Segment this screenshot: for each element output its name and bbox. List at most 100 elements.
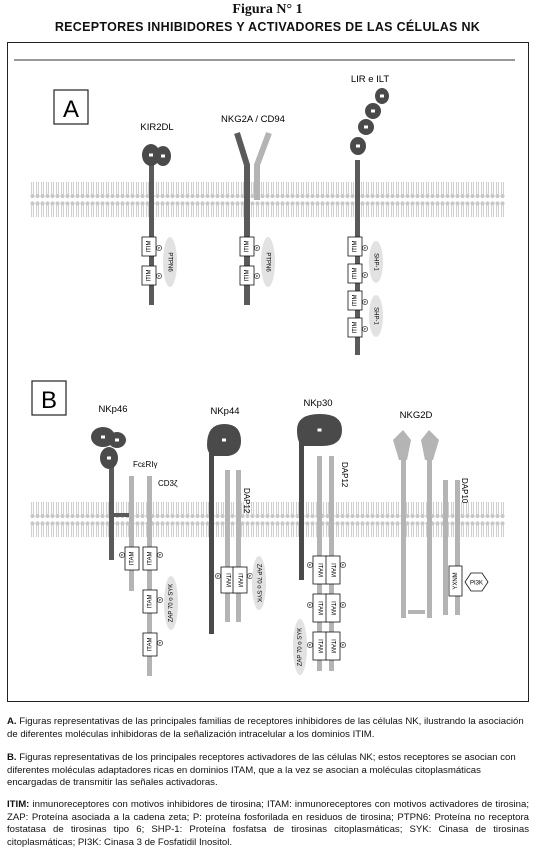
ptpn6-enzyme [163,237,177,287]
dap10-label: DAP10 [460,478,469,504]
dap12-chain-a [225,470,230,622]
domain-mark [380,94,384,98]
itim-label: ITIM [245,270,251,282]
membrane-b [30,500,505,540]
receptor-diagram: A B KIR2DL ITIM ITIM P P PTPN6 NKG2A / C… [14,59,515,676]
phospho-dot-label: P [217,574,220,579]
phospho-dot [156,273,162,279]
itam-box [142,632,158,657]
itam-box [142,589,158,614]
phospho-dot [254,273,260,279]
nkg2d-link [408,610,425,614]
domain-mark [161,154,165,158]
itim-label: ITIM [147,270,153,282]
zap70-syk-label: ZAP 70 o SYK [298,628,304,667]
caption-a-text: Figuras representativas de las principal… [7,716,524,740]
caption-b-text: Figuras representativas de los principal… [7,752,516,789]
nkg2a-chain [234,132,250,305]
itam-label: ITAM [130,552,136,566]
itim-label: ITIM [245,241,251,253]
phospho-dot [157,640,163,646]
itim-label: ITIM [147,241,153,253]
cd3z-chain [147,476,152,676]
itam-box [232,566,248,594]
dap10-chain-a [443,480,448,615]
itam-box [325,593,341,623]
nkg2d-label: NKG2D [400,410,433,421]
caption-a-lead: A. [7,716,17,727]
domain-mark [149,153,153,157]
itam-box [142,546,158,571]
phospho-dot-label: P [309,603,312,608]
phospho-dot-label: P [256,274,259,279]
itim-box [347,317,363,338]
phospho-dot [307,602,313,608]
phospho-dot-label: P [256,246,259,251]
itam-label: ITAM [148,638,154,652]
phospho-dot-label: P [121,553,124,558]
phospho-dot [362,299,368,305]
caption-abbr-text: inmunoreceptores con motivos inhibidores… [7,799,529,848]
nkg2a-label: NKG2A / CD94 [221,114,285,125]
figure-title: RECEPTORES INHIBIDORES Y ACTIVADORES DE … [54,20,481,34]
domain-mark [364,125,368,129]
phospho-dot [157,597,163,603]
itam-box [325,555,341,585]
dap12-chain-b [236,470,241,622]
ptpn6-label: PTPN6 [264,252,270,272]
phospho-dot-label: P [309,643,312,648]
dap10-chain-b [455,480,460,615]
nkp44-chain [209,448,214,634]
phospho-dot [340,562,346,568]
phospho-dot-label: P [249,574,252,579]
phospho-dot [119,552,125,558]
panel-b-letter: B [41,387,57,414]
kir2dl-label: KIR2DL [140,122,173,133]
itam-label: ITAM [316,639,322,653]
domain-mark [371,109,375,113]
domain-mark [356,144,360,148]
phospho-dot-label: P [159,553,162,558]
lir-ilt-label: LIR e ILT [351,74,390,85]
phospho-dot [362,326,368,332]
itam-label: ITAM [329,563,335,577]
phospho-dot [307,562,313,568]
itim-box [239,265,255,286]
zap70-syk-enzyme [164,576,178,630]
caption-abbreviations: ITIM: inmunoreceptores con motivos inhib… [7,799,529,849]
caption-a: A. Figuras representativas de las princi… [7,716,529,741]
itim-box [347,263,363,284]
cd94-chain [254,131,272,200]
phospho-dot-label: P [364,327,367,332]
itam-label: ITAM [329,639,335,653]
phospho-dot-label: P [342,643,345,648]
caption-b-lead: B. [7,752,17,763]
itam-label: ITAM [148,595,154,609]
zap70-syk-enzyme [252,556,266,610]
figure-frame [7,42,529,702]
zap70-syk-label: ZAP 70 o SYK [255,564,261,603]
itim-box [347,236,363,257]
domain-mark [107,456,111,460]
shp1-label: SHP-1 [372,253,378,271]
phospho-dot [340,602,346,608]
phospho-dot-label: P [364,300,367,305]
nkg2d-chain-a [401,458,406,618]
panel-a-letter: A [63,96,79,123]
phospho-dot [340,642,346,648]
itam-label: ITAM [316,563,322,577]
itam-label: ITAM [316,601,322,615]
itam-box [325,631,341,661]
ptpn6-enzyme [261,237,275,287]
nkg2d-chain-b [427,458,432,618]
itim-label: ITIM [353,322,359,334]
cd3z-label: CD3ζ [158,479,178,488]
domain-mark [317,428,322,432]
fcerig-label: FcεRIγ [133,460,157,469]
nkp44-label: NKp44 [210,406,239,417]
itim-box [141,236,157,257]
phospho-dot-label: P [364,273,367,278]
phospho-dot [362,245,368,251]
panel-b-box [31,380,67,416]
itim-label: ITIM [353,241,359,253]
